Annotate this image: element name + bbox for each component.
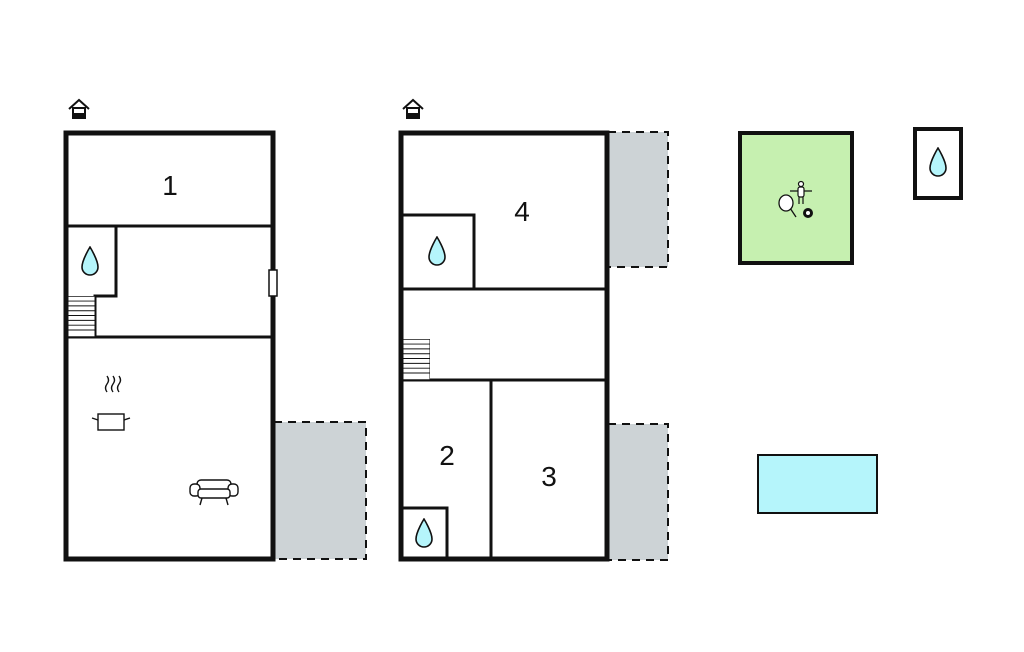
games-room-walls (738, 131, 854, 265)
foosball-icon (790, 180, 812, 204)
interior-wall (93, 226, 118, 337)
games-room (738, 131, 854, 265)
billiard-ball-icon (803, 208, 813, 218)
house-icon (402, 99, 424, 119)
door-icon (268, 269, 278, 297)
floor-2: 4 2 3 (398, 99, 669, 562)
small-building (913, 127, 963, 200)
balcony (607, 131, 669, 268)
room-label: 4 (514, 196, 530, 227)
outer-walls (398, 130, 610, 562)
interior-wall (401, 506, 449, 559)
stairs-icon (68, 296, 95, 337)
cooking-pot-icon (91, 375, 131, 431)
terrace (273, 421, 367, 560)
floor-1: 1 (63, 99, 367, 562)
room-label: 2 (439, 440, 455, 471)
interior-wall (401, 213, 476, 289)
room-label: 3 (541, 461, 557, 492)
table-tennis-icon (778, 194, 797, 218)
swimming-pool (757, 454, 878, 514)
room-label: 1 (162, 170, 178, 201)
sofa-icon (189, 479, 239, 506)
stairs-icon (403, 339, 430, 380)
balcony (607, 423, 669, 561)
house-icon (68, 99, 90, 119)
